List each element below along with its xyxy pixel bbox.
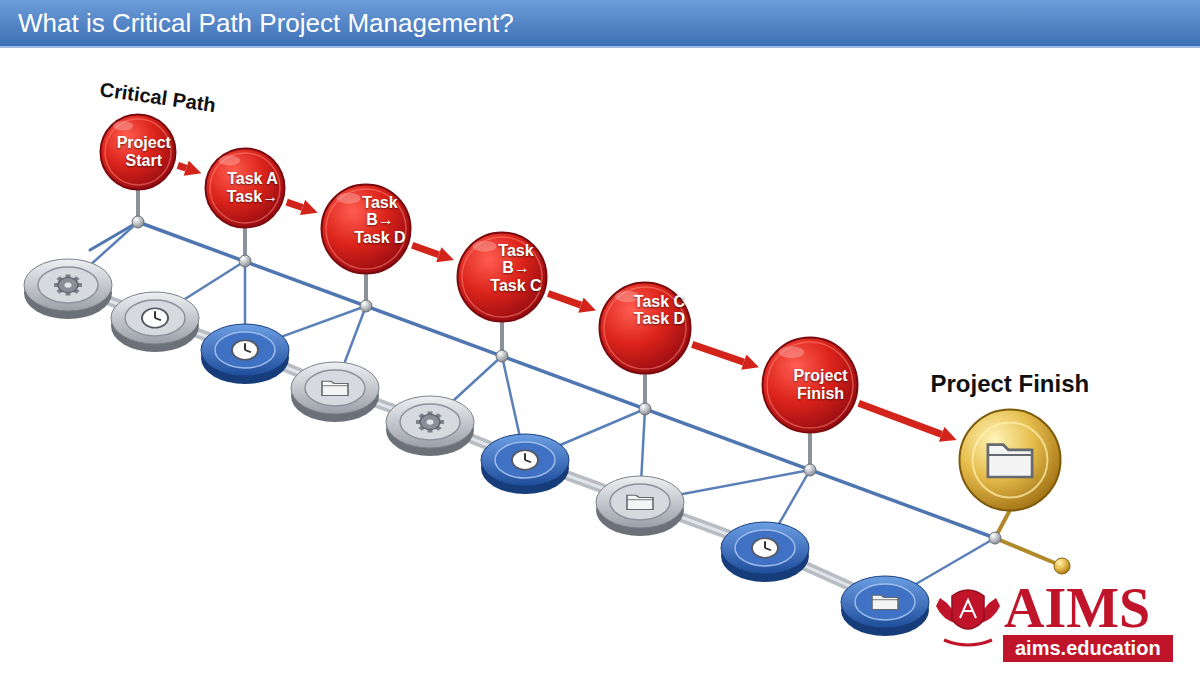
pin-ball <box>496 350 508 362</box>
critical-path-arrow <box>178 165 186 168</box>
task-text: Task C Task D <box>627 293 692 328</box>
page-title: What is Critical Path Project Management… <box>0 0 1200 46</box>
icon-discs <box>24 259 929 636</box>
finish-heading: Project Finish <box>931 371 1090 397</box>
task-circle: Task C Task D <box>598 281 692 375</box>
pin-ball <box>639 403 651 415</box>
clock-disc <box>111 292 199 352</box>
gold-stand <box>995 510 1062 566</box>
disc-pipe-highlight <box>68 285 885 602</box>
brand-name: AIMS <box>1004 580 1150 636</box>
critical-path-arrow <box>548 293 581 305</box>
task-text: Task B→ Task D <box>348 194 412 247</box>
title-bar: What is Critical Path Project Management… <box>0 0 1200 48</box>
task-circle: Task A Task→ <box>204 147 286 229</box>
critical-path-arrow <box>412 245 439 254</box>
gold-disc <box>960 410 1061 511</box>
disc-shine <box>779 346 804 358</box>
pin-balls <box>132 216 1001 544</box>
brand-url: aims.education <box>1003 635 1173 662</box>
clock-disc <box>721 522 809 582</box>
clock-disc <box>481 434 569 494</box>
gear-disc <box>24 259 112 319</box>
task-circle: Task B→ Task C <box>456 231 548 323</box>
brand-crest <box>936 590 1000 645</box>
gold-ball <box>1054 558 1070 574</box>
critical-path-arrow <box>692 344 744 362</box>
clock-disc <box>201 324 289 384</box>
main-rail <box>138 222 995 538</box>
gear-disc <box>386 396 474 456</box>
disc-shine <box>219 156 240 166</box>
lattice-lines <box>68 190 1062 602</box>
task-text: Project Finish <box>783 367 859 402</box>
disc-shine <box>113 121 133 130</box>
task-circle: Project Start <box>99 113 177 191</box>
pin-ball <box>132 216 144 228</box>
task-text: Task B→ Task C <box>484 242 548 295</box>
folder-disc <box>841 576 929 636</box>
folder-icon <box>988 445 1032 477</box>
red-disc <box>763 338 858 433</box>
critical-path-arrow <box>287 202 303 207</box>
pin-ball <box>804 464 816 476</box>
path-label: Critical Path <box>98 78 217 117</box>
task-text: Project Start <box>111 134 178 169</box>
disc-pipe <box>68 285 885 602</box>
folder-disc <box>291 362 379 422</box>
finish-node: Project Finish <box>929 371 1092 512</box>
disc-shine <box>473 241 497 252</box>
pin-ball <box>239 255 251 267</box>
critical-path-arrow <box>859 403 942 434</box>
pin-ball <box>360 300 372 312</box>
rail-stub <box>90 222 138 250</box>
task-circle: Task B→ Task D <box>320 183 412 275</box>
finish-shape <box>958 408 1062 512</box>
folder-disc <box>596 476 684 536</box>
lattice-links <box>68 222 995 602</box>
pin-ball <box>989 532 1001 544</box>
disc-shine <box>337 193 361 204</box>
disc-rim <box>973 423 1048 498</box>
pin-stems <box>138 190 810 470</box>
task-circle: Project Finish <box>761 336 859 434</box>
task-text: Task A Task→ <box>219 170 286 205</box>
